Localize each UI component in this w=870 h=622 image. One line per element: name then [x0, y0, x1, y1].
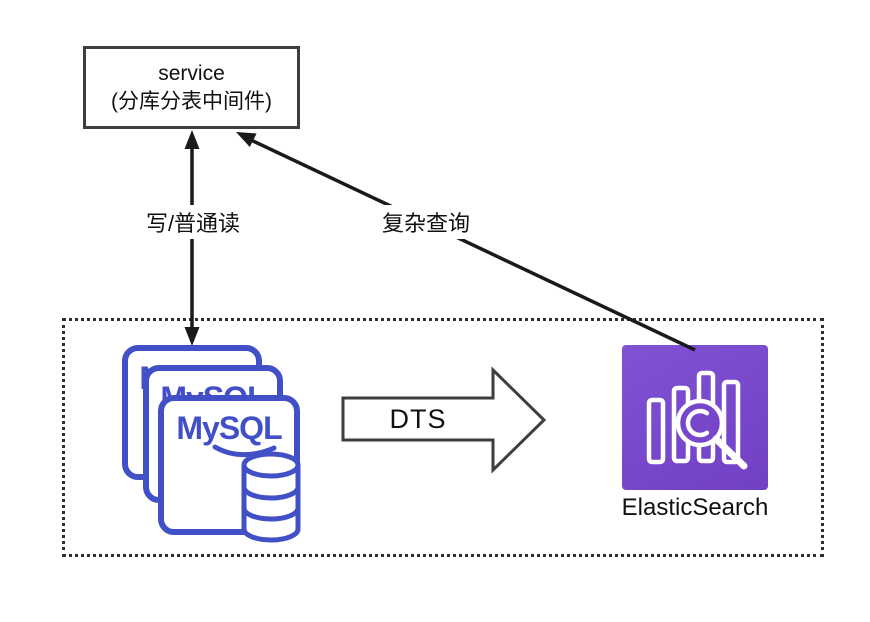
complex-query-label: 复杂查询 — [374, 205, 478, 239]
write-read-label: 写/普通读 — [140, 205, 246, 239]
mysql-swoosh-underline — [212, 444, 277, 458]
mysql-database-icon — [241, 451, 301, 543]
mysql-label-front: MySQL — [176, 410, 282, 446]
elasticsearch-icon-glyph — [646, 370, 748, 470]
elasticsearch-icon — [622, 345, 768, 490]
magnifier-icon — [675, 398, 725, 448]
service-node: service (分库分表中间件) — [83, 46, 300, 129]
service-subtitle: (分库分表中间件) — [111, 89, 272, 113]
service-title: service — [158, 61, 225, 85]
dts-label: DTS — [389, 404, 447, 434]
elasticsearch-label: ElasticSearch — [621, 494, 769, 521]
